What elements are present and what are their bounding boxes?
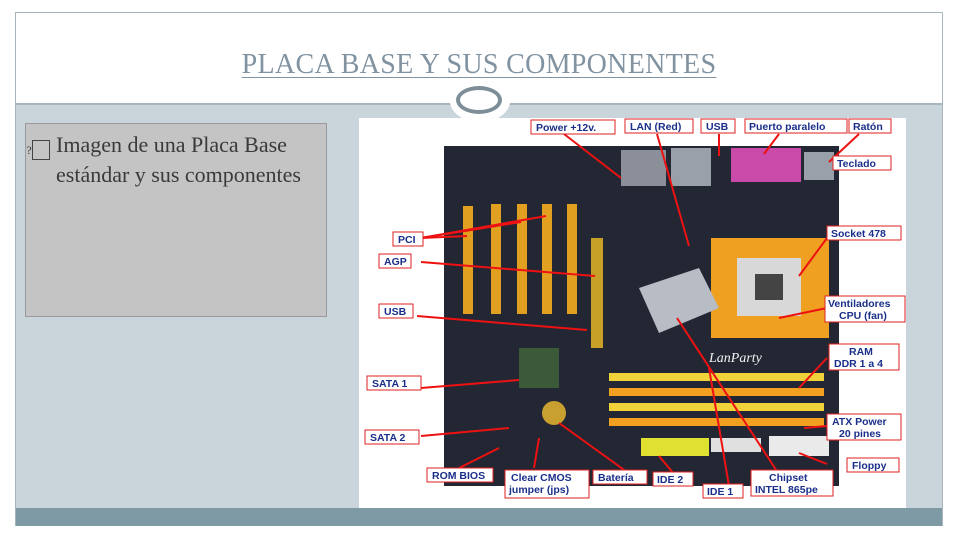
label-usb-left: USB xyxy=(378,303,414,319)
motherboard-image: LanParty xyxy=(359,118,906,508)
content-placeholder: ? Imagen de una Placa Base estándar y sus… xyxy=(25,123,327,317)
label-fans-text-2: CPU (fan) xyxy=(839,310,887,322)
battery-graphic xyxy=(542,401,566,425)
ram-slot-2 xyxy=(609,388,824,396)
label-ide2: IDE 2 xyxy=(652,471,694,487)
parallel-port-graphic xyxy=(731,148,801,182)
label-parallel: Puerto paralelo xyxy=(744,118,848,134)
label-power: Power +12v. xyxy=(530,119,616,135)
label-agp: AGP xyxy=(378,253,412,269)
label-agp-text: AGP xyxy=(384,256,407,268)
label-atx-text-1: ATX Power xyxy=(832,416,887,428)
label-sata2-text: SATA 2 xyxy=(370,432,406,444)
label-lan-text: LAN (Red) xyxy=(630,121,681,133)
label-keyboard: Teclado xyxy=(832,155,892,171)
label-fans-text-1: Ventiladores xyxy=(828,298,891,310)
label-chipset-text-1: Chipset xyxy=(769,472,808,484)
chipset-heatsink xyxy=(639,268,719,333)
usb-port-graphic xyxy=(671,148,711,186)
label-sata2: SATA 2 xyxy=(364,429,420,445)
label-pci: PCI xyxy=(392,231,424,247)
label-chipset-text-2: INTEL 865pe xyxy=(755,484,818,496)
label-pci-text: PCI xyxy=(398,234,416,246)
label-sata1: SATA 1 xyxy=(366,375,422,391)
label-socket: Socket 478 xyxy=(826,225,902,241)
label-sata1-text: SATA 1 xyxy=(372,378,408,390)
cpu-socket-center xyxy=(755,274,783,300)
label-clear-cmos-text-2: jumper (jps) xyxy=(508,484,569,496)
board-logo: LanParty xyxy=(708,351,763,366)
bullet-paragraph: ? Imagen de una Placa Base estándar y sus… xyxy=(26,130,316,190)
label-atx-text-2: 20 pines xyxy=(839,428,881,440)
footer-bar xyxy=(16,508,942,526)
pci-slot-2 xyxy=(491,204,501,314)
label-keyboard-text: Teclado xyxy=(837,158,876,170)
ide-connector xyxy=(641,438,709,456)
lan-port-graphic xyxy=(621,150,666,186)
agp-slot xyxy=(591,238,603,348)
label-ram-text-2: DDR 1 a 4 xyxy=(834,358,883,370)
label-rom-bios-text: ROM BIOS xyxy=(432,470,485,482)
label-usb-top: USB xyxy=(700,118,736,134)
atx-connector xyxy=(769,436,829,456)
label-rom-bios: ROM BIOS xyxy=(426,467,494,483)
pci-slot-1 xyxy=(463,206,473,314)
ram-slot-4 xyxy=(609,418,824,426)
label-usb-left-text: USB xyxy=(384,306,407,318)
label-mouse-text: Ratón xyxy=(853,121,883,133)
label-floppy: Floppy xyxy=(846,457,900,473)
label-ide2-text: IDE 2 xyxy=(657,474,683,486)
ide-connector-2 xyxy=(711,438,761,452)
bullet-text: Imagen de una Placa Base estándar y sus … xyxy=(56,132,301,187)
label-ide1: IDE 1 xyxy=(702,483,744,499)
label-mouse: Ratón xyxy=(848,118,892,134)
label-socket-text: Socket 478 xyxy=(831,228,886,240)
label-floppy-text: Floppy xyxy=(852,460,887,472)
label-ide1-text: IDE 1 xyxy=(707,486,733,498)
separator-ellipse-icon xyxy=(450,80,510,122)
label-power-text: Power +12v. xyxy=(536,122,596,134)
chip-graphic xyxy=(519,348,559,388)
label-battery-text: Batería xyxy=(598,472,634,484)
pci-slot-5 xyxy=(567,204,577,314)
label-ram-text-1: RAM xyxy=(849,346,873,358)
slide-title: PLACA BASE Y SUS COMPONENTES xyxy=(241,49,717,80)
pci-slot-4 xyxy=(542,204,552,314)
label-battery: Batería xyxy=(592,469,648,485)
missing-glyph-bullet-icon: ? xyxy=(26,140,50,160)
label-parallel-text: Puerto paralelo xyxy=(749,121,825,133)
label-clear-cmos-text-1: Clear CMOS xyxy=(511,472,572,484)
label-usb-top-text: USB xyxy=(706,121,729,133)
label-lan: LAN (Red) xyxy=(624,118,694,134)
ps2-port-graphic xyxy=(804,152,834,180)
pci-slot-3 xyxy=(517,204,527,314)
